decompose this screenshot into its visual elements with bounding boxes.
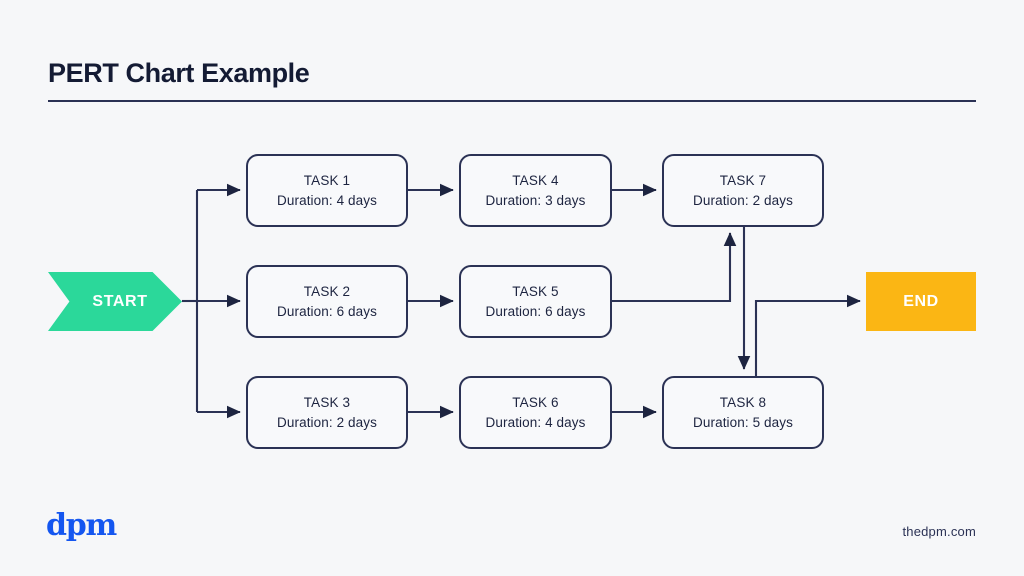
task-node-task8[interactable]: TASK 8 Duration: 5 days xyxy=(662,376,824,449)
task-duration: Duration: 2 days xyxy=(693,192,793,208)
task-node-task2[interactable]: TASK 2 Duration: 6 days xyxy=(246,265,408,338)
task-node-task1[interactable]: TASK 1 Duration: 4 days xyxy=(246,154,408,227)
task-node-task5[interactable]: TASK 5 Duration: 6 days xyxy=(459,265,612,338)
title-divider xyxy=(48,100,976,102)
task-name: TASK 8 xyxy=(719,394,767,410)
end-label: END xyxy=(903,292,939,310)
end-node[interactable]: END xyxy=(866,272,976,331)
task-name: TASK 7 xyxy=(719,172,767,188)
task-duration: Duration: 4 days xyxy=(485,414,586,430)
task-duration: Duration: 6 days xyxy=(485,303,586,319)
task-name: TASK 3 xyxy=(303,394,351,410)
edge-task5-task7 xyxy=(612,232,737,303)
task-name: TASK 2 xyxy=(303,283,351,299)
task-node-task7[interactable]: TASK 7 Duration: 2 days xyxy=(662,154,824,227)
task-duration: Duration: 3 days xyxy=(485,192,586,208)
start-node[interactable]: START xyxy=(48,272,182,331)
task-duration: Duration: 6 days xyxy=(277,303,377,319)
page-title: PERT Chart Example xyxy=(48,58,310,88)
task-name: TASK 5 xyxy=(512,283,559,299)
start-label: START xyxy=(92,292,148,310)
task-name: TASK 4 xyxy=(512,172,559,188)
task-node-task3[interactable]: TASK 3 Duration: 2 days xyxy=(246,376,408,449)
task-node-task6[interactable]: TASK 6 Duration: 4 days xyxy=(459,376,612,449)
task-name: TASK 1 xyxy=(303,172,351,188)
task-name: TASK 6 xyxy=(512,394,559,410)
task-duration: Duration: 4 days xyxy=(277,192,377,208)
task-duration: Duration: 2 days xyxy=(277,414,377,430)
site-url: thedpm.com xyxy=(902,524,976,539)
dpm-logo: dpm xyxy=(46,508,117,543)
task-node-task4[interactable]: TASK 4 Duration: 3 days xyxy=(459,154,612,227)
task-duration: Duration: 5 days xyxy=(693,414,793,430)
